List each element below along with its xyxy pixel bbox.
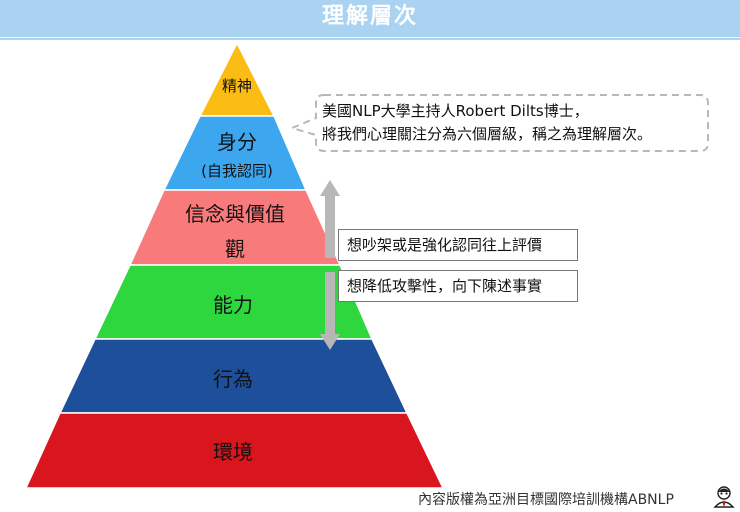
callout-bubble (289, 94, 709, 152)
layer-label-beliefs-cont: 觀 (225, 237, 245, 261)
callout-line-2: 將我們心理關注分為六個層級，稱之為理解層次。 (322, 125, 653, 143)
copyright-notice: 內容版權為亞洲目標國際培訓機構ABNLP (418, 492, 674, 508)
layer-label-environment: 環境 (213, 440, 253, 464)
page-title: 理解層次 (321, 4, 418, 29)
title-divider (0, 37, 740, 38)
layer-label-spirit: 精神 (221, 77, 252, 95)
down-arrow-label: 想降低攻擊性，向下陳述事實 (338, 270, 578, 302)
layer-label-identity-sub: (自我認同) (201, 162, 273, 180)
layer-label-capability: 能力 (213, 293, 253, 317)
callout-line-1: 美國NLP大學主持人Robert Dilts博士， (322, 102, 589, 120)
down-arrow-icon (320, 272, 340, 350)
up-arrow-label: 想吵架或是強化認同往上評價 (338, 229, 578, 261)
layer-label-beliefs: 信念與價值 (185, 202, 285, 226)
layer-label-behavior: 行為 (213, 367, 253, 391)
avatar-icon (713, 486, 735, 508)
up-arrow-icon (320, 180, 340, 258)
title-bar: 理解層次 (0, 0, 740, 40)
layer-label-identity: 身分 (217, 130, 257, 154)
pyramid-layer-environment (24, 412, 445, 489)
